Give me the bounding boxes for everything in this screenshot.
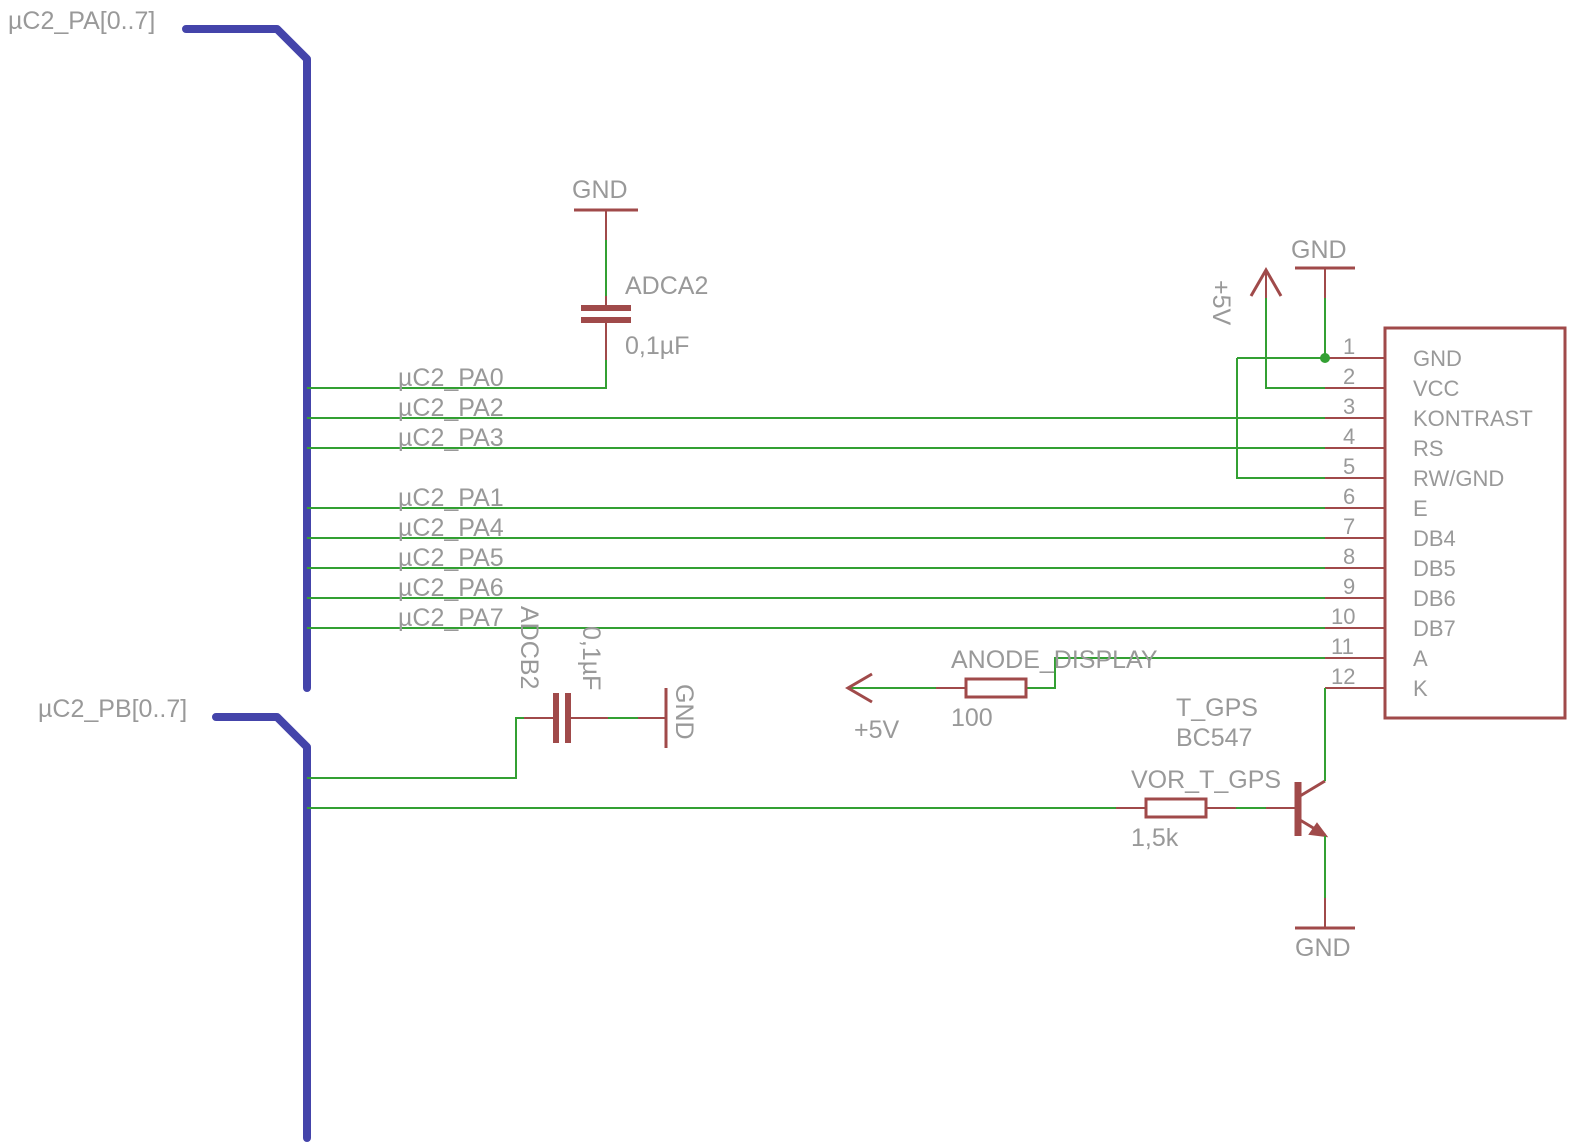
capacitor-adca2-value: 0,1µF (625, 332, 689, 360)
pin-number: 3 (1343, 394, 1355, 419)
capacitor-adcb2-value: 0,1µF (577, 626, 605, 690)
pin-name: DB4 (1413, 526, 1456, 551)
junction-dot (1320, 353, 1330, 363)
pin-name: E (1413, 496, 1428, 521)
bus-pb[interactable] (212, 713, 311, 1142)
resistor-anode-name: ANODE_DISPLAY (951, 646, 1158, 674)
pin-number: 8 (1343, 544, 1355, 569)
net-label: µC2_PA4 (398, 514, 504, 542)
display-connector[interactable] (1325, 326, 1567, 720)
resistor-anode[interactable] (845, 657, 1325, 704)
net-label: µC2_PA5 (398, 544, 504, 572)
capacitor-adca2-name: ADCA2 (625, 272, 708, 300)
pin-name: RW/GND (1413, 466, 1504, 491)
display-supply-wires[interactable] (1236, 266, 1355, 479)
pin-name: KONTRAST (1413, 406, 1533, 431)
pin-number: 9 (1343, 574, 1355, 599)
net-label: µC2_PA1 (398, 484, 504, 512)
pin-name: VCC (1413, 376, 1460, 401)
pin-number: 4 (1343, 424, 1355, 449)
pin-number: 5 (1343, 454, 1355, 479)
capacitor-adca2[interactable] (574, 208, 638, 360)
pin-name: DB7 (1413, 616, 1456, 641)
transistor-t-gps[interactable] (307, 688, 1355, 930)
pin-name: DB5 (1413, 556, 1456, 581)
transistor-name: T_GPS (1176, 694, 1258, 722)
transistor-value: BC547 (1176, 724, 1252, 752)
pin-number: 7 (1343, 514, 1355, 539)
net-label: µC2_PA7 (398, 604, 504, 632)
resistor-anode-value: 100 (951, 704, 993, 732)
bus-pb-label: µC2_PB[0..7] (38, 695, 187, 723)
pin-name: A (1413, 646, 1428, 671)
pin-name: DB6 (1413, 586, 1456, 611)
pin-number: 6 (1343, 484, 1355, 509)
net-wires[interactable] (307, 322, 1385, 629)
net-label: µC2_PA3 (398, 424, 504, 452)
pin-number: 1 (1343, 334, 1355, 359)
gnd-label: GND (572, 176, 628, 204)
resistor-base-name: VOR_T_GPS (1131, 766, 1281, 794)
gnd-label: GND (1291, 236, 1347, 264)
capacitor-adcb2-name: ADCB2 (515, 606, 543, 689)
pin-number: 2 (1343, 364, 1355, 389)
net-label: µC2_PA0 (398, 364, 504, 392)
vcc-label: +5V (854, 716, 900, 744)
pin-name: RS (1413, 436, 1444, 461)
gnd-label: GND (1295, 934, 1351, 962)
vcc-label: +5V (1207, 280, 1235, 326)
pin-number: 12 (1331, 664, 1355, 689)
capacitor-adcb2[interactable] (307, 688, 668, 779)
net-label: µC2_PA6 (398, 574, 504, 602)
bus-pa-label: µC2_PA[0..7] (8, 7, 155, 35)
pin-number: 10 (1331, 604, 1355, 629)
pin-number: 11 (1331, 634, 1354, 659)
bus-pa[interactable] (182, 25, 311, 692)
net-label: µC2_PA2 (398, 394, 504, 422)
gnd-label: GND (670, 684, 698, 740)
pin-name: GND (1413, 346, 1462, 371)
pin-name: K (1413, 676, 1428, 701)
resistor-base-value: 1,5k (1131, 824, 1179, 852)
